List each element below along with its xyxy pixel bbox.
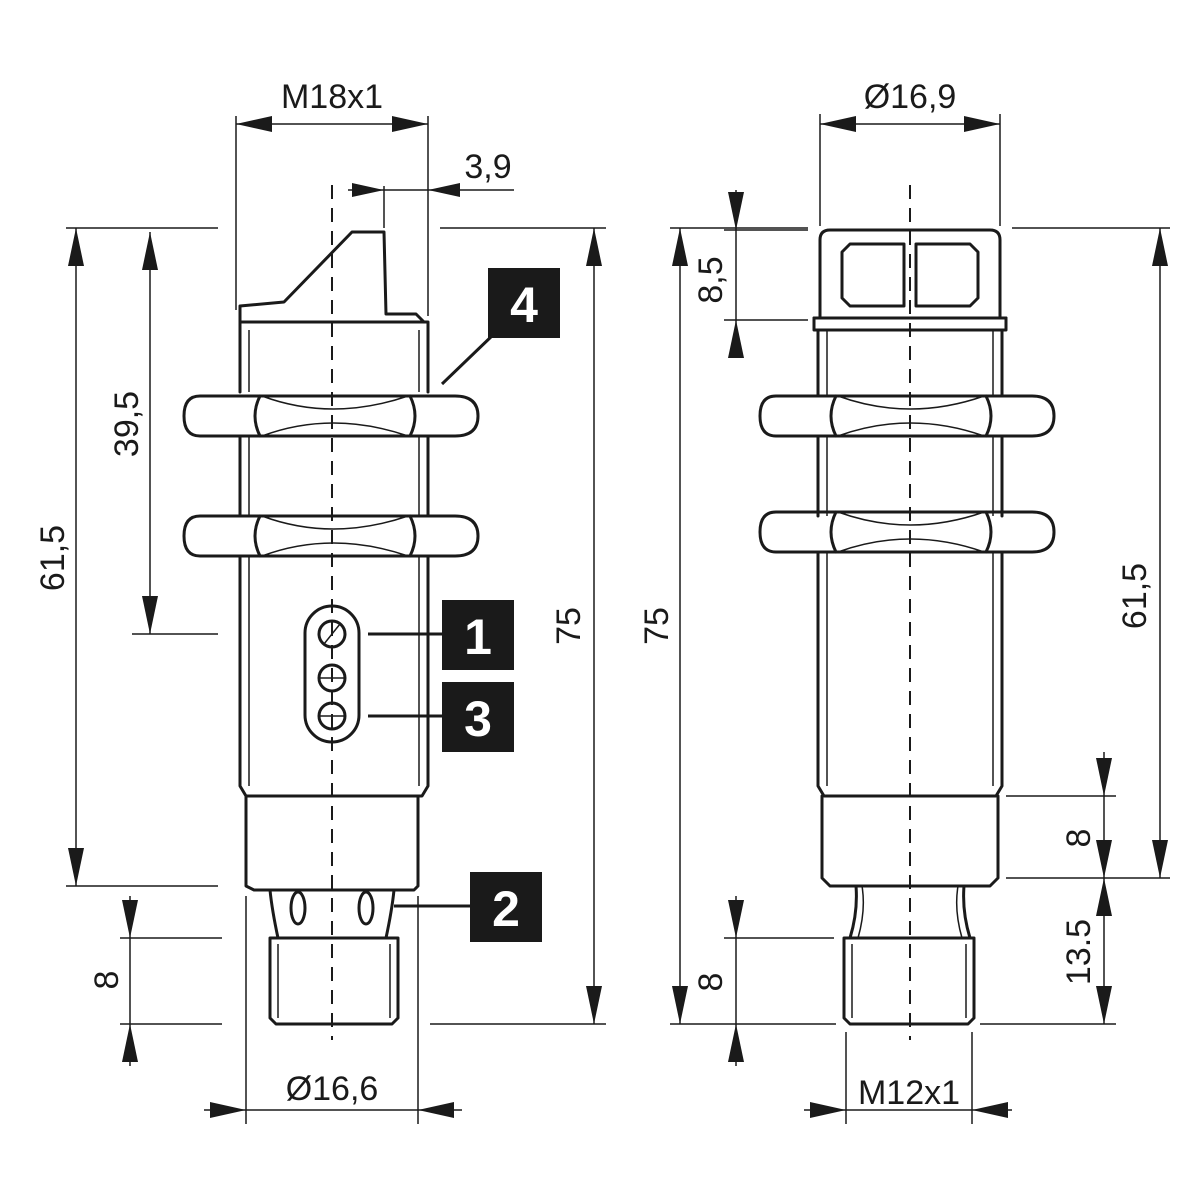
- svg-text:2: 2: [492, 881, 520, 937]
- left-dimensions: M18x1 3,9 61,5 39,5 75 8: [34, 78, 606, 1124]
- led-window: [303, 604, 361, 744]
- dim-8-left: 8: [88, 971, 126, 990]
- callout-1: [442, 600, 514, 670]
- lens-left: [840, 242, 906, 308]
- dim-8-right-upper: 8: [1060, 829, 1098, 848]
- right-nut-upper: [758, 394, 1056, 438]
- left-view: [182, 185, 480, 1040]
- dim-3-9: 3,9: [464, 148, 511, 186]
- dim-m12x1: M12x1: [858, 1074, 960, 1112]
- svg-text:1: 1: [464, 609, 492, 665]
- callout-3: [442, 682, 514, 752]
- dim-16-9: Ø16,9: [864, 78, 957, 116]
- right-nut-lower: [758, 510, 1056, 554]
- dim-m18x1: M18x1: [281, 78, 383, 116]
- dim-39-5: 39,5: [108, 391, 146, 457]
- svg-text:3: 3: [464, 691, 492, 747]
- callout-2: [470, 872, 542, 942]
- left-nut-lower: [182, 514, 480, 558]
- dim-16-6: Ø16,6: [286, 1070, 379, 1108]
- right-sensor-head: [818, 228, 1002, 320]
- callout-4: [488, 268, 560, 338]
- dim-61-5-left: 61,5: [34, 525, 72, 591]
- right-view: [758, 185, 1056, 1040]
- dim-13-5: 13.5: [1060, 919, 1098, 985]
- dim-8-5: 8,5: [692, 256, 730, 303]
- dim-8-right-lower: 8: [692, 973, 730, 992]
- left-nut-upper: [182, 394, 480, 438]
- dim-61-5-right: 61,5: [1116, 563, 1154, 629]
- lens-right: [914, 242, 980, 308]
- right-dimensions: Ø16,9 8,5 75 61,5 8 13.5: [638, 78, 1170, 1124]
- left-sensor-head: [238, 230, 426, 324]
- dim-75-left: 75: [550, 607, 588, 645]
- svg-text:4: 4: [510, 277, 538, 333]
- dim-75-right: 75: [638, 607, 676, 645]
- callouts: 4 1 3 2: [368, 268, 560, 942]
